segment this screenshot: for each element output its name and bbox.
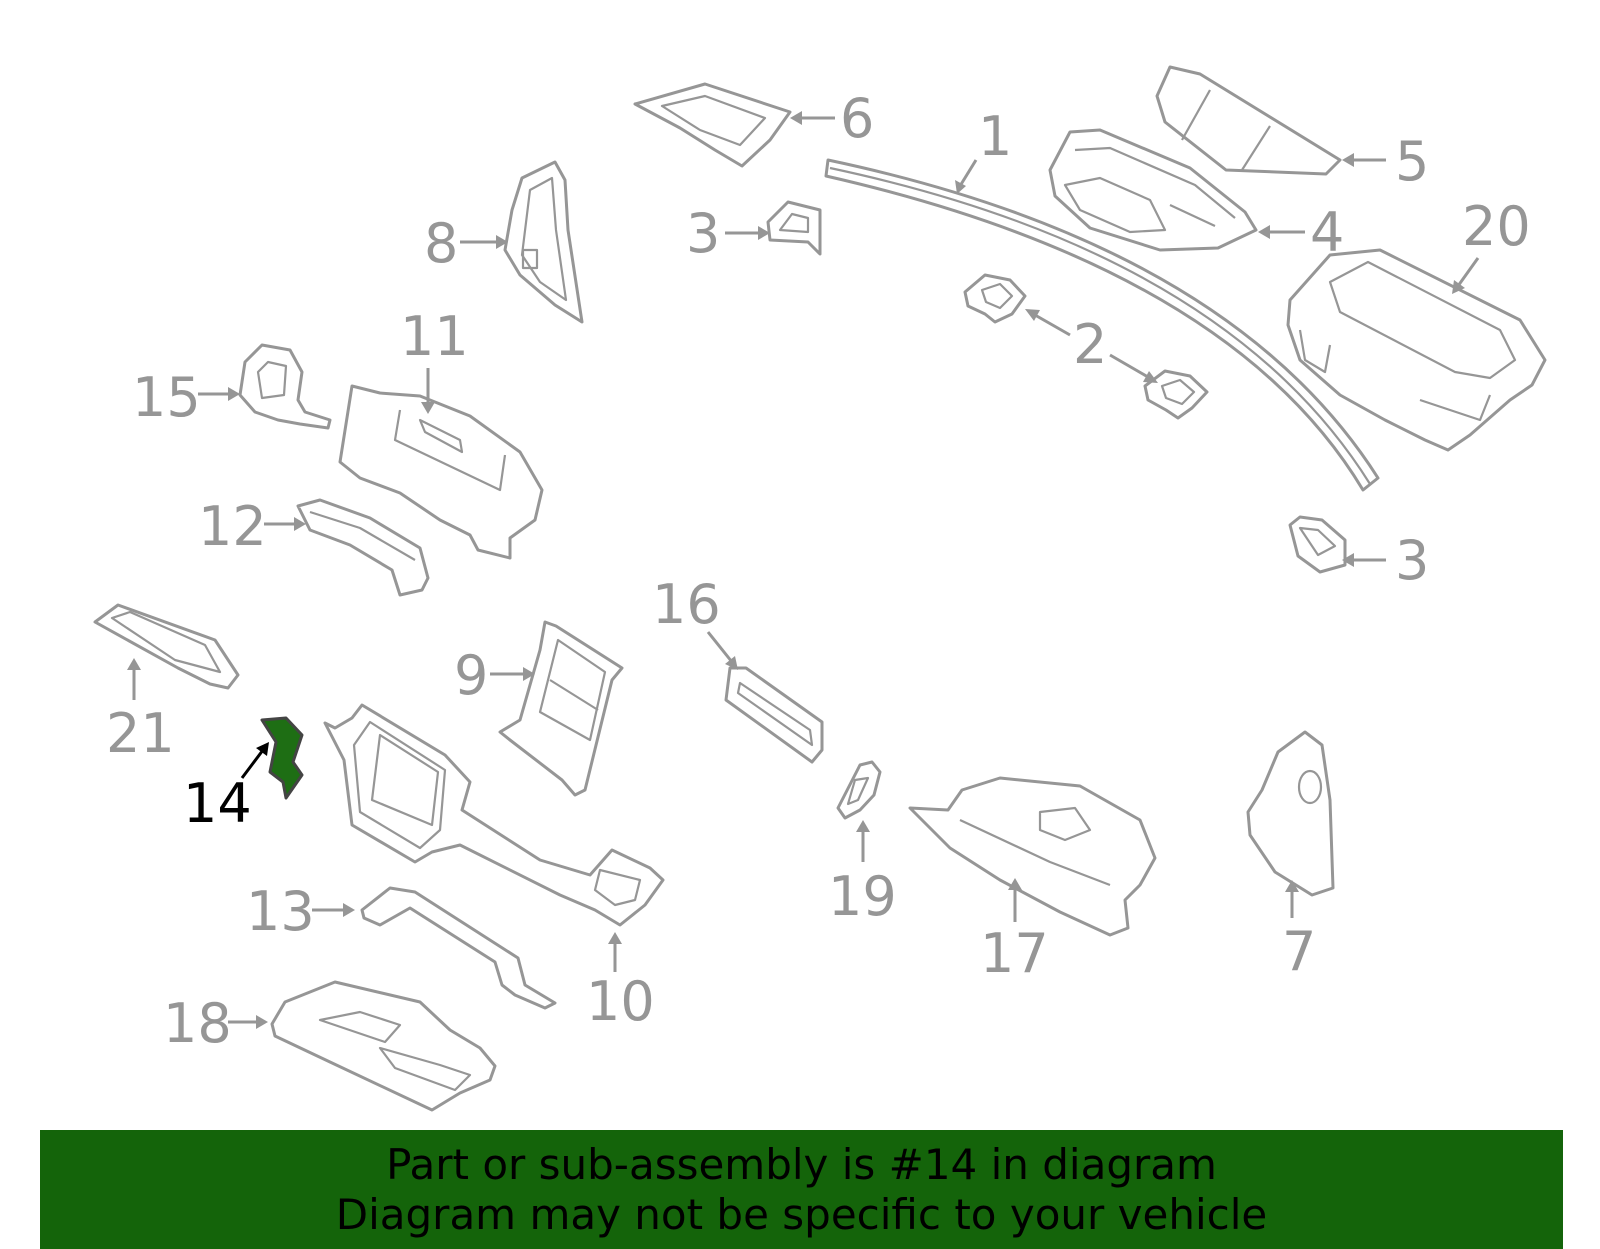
callout-9: 9 (454, 644, 488, 707)
part-13 (360, 886, 557, 1010)
part-4 (1048, 128, 1258, 252)
banner-line-disclaimer: Diagram may not be specific to your vehi… (335, 1189, 1268, 1239)
leader-8 (460, 235, 508, 249)
callout-7: 7 (1282, 920, 1316, 983)
leader-21 (127, 658, 141, 700)
leader-2b (1109, 353, 1158, 383)
part-21 (93, 603, 240, 690)
part-5 (1155, 65, 1342, 176)
callout-5: 5 (1395, 130, 1429, 193)
leader-6 (790, 111, 835, 125)
callout-3-lower: 3 (1395, 529, 1429, 592)
part-10 (323, 703, 665, 927)
callout-8: 8 (424, 212, 458, 275)
leader-11 (421, 368, 435, 414)
part-20 (1286, 248, 1547, 452)
leader-18 (228, 1015, 268, 1029)
callout-2: 2 (1073, 313, 1107, 376)
leader-19 (856, 820, 870, 862)
callout-12: 12 (198, 495, 267, 558)
part-8 (503, 160, 584, 324)
callout-16: 16 (652, 573, 721, 636)
callout-19: 19 (828, 865, 897, 928)
leader-3b (1342, 553, 1386, 567)
leader-7 (1285, 880, 1299, 918)
part-15 (238, 343, 332, 430)
part-6 (633, 82, 792, 168)
callout-21: 21 (106, 702, 175, 765)
leader-17 (1008, 878, 1022, 922)
callout-18: 18 (163, 992, 232, 1055)
leader-4 (1258, 225, 1305, 239)
leader-2a (1025, 309, 1071, 337)
leader-1 (955, 159, 978, 194)
leader-20 (1452, 257, 1480, 294)
part-17 (908, 776, 1157, 937)
info-banner: Part or sub-assembly is #14 in diagram D… (40, 1130, 1563, 1249)
callout-6: 6 (840, 87, 874, 150)
part-2-lower (1143, 369, 1209, 420)
part-9 (498, 620, 624, 797)
part-14 (260, 716, 304, 800)
part-7 (1246, 730, 1335, 897)
part-2-upper (963, 273, 1027, 324)
part-3-lower (1288, 515, 1347, 574)
leader-14 (240, 742, 269, 779)
callout-14: 14 (183, 772, 252, 835)
part-1 (824, 158, 1380, 492)
part-18 (270, 980, 497, 1112)
leader-15 (198, 387, 240, 401)
leader-12 (264, 517, 306, 531)
leader-16 (706, 631, 738, 670)
part-19 (836, 760, 882, 820)
leader-3a (725, 226, 770, 240)
callout-4: 4 (1310, 201, 1344, 264)
part-11 (338, 384, 544, 560)
banner-line-part: Part or sub-assembly is #14 in diagram (386, 1139, 1217, 1189)
callout-20: 20 (1462, 195, 1531, 258)
callout-1: 1 (978, 105, 1012, 168)
callout-17: 17 (980, 922, 1049, 985)
callout-13: 13 (246, 880, 315, 943)
part-12 (296, 498, 430, 597)
leader-13 (312, 903, 355, 917)
leader-10 (608, 932, 622, 972)
callout-11: 11 (400, 305, 469, 368)
callout-15: 15 (132, 366, 201, 429)
callout-10: 10 (586, 970, 655, 1033)
leader-5 (1342, 153, 1386, 167)
leader-9 (490, 667, 535, 681)
part-3-upper (766, 200, 822, 256)
part-16 (724, 666, 824, 764)
callout-3-upper: 3 (686, 202, 720, 265)
